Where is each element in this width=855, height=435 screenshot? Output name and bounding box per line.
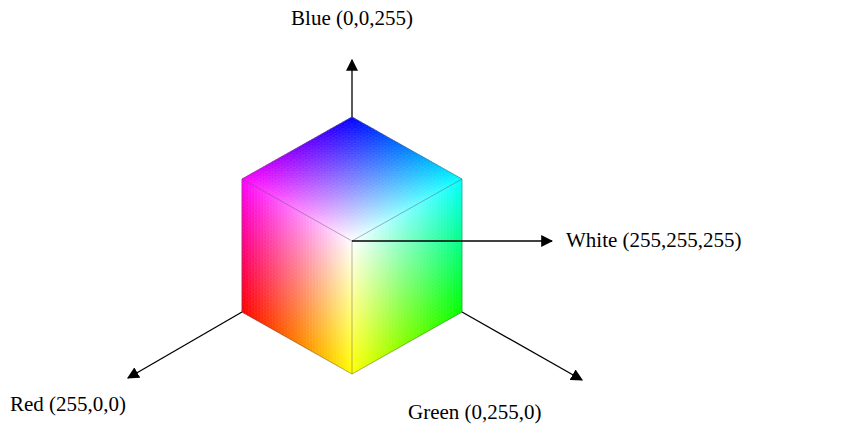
rgb-cube bbox=[242, 117, 462, 374]
